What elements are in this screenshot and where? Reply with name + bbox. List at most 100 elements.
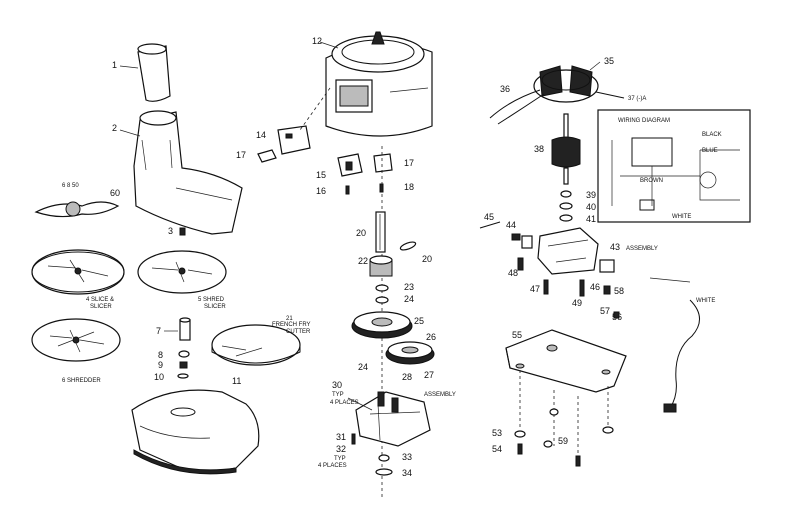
disc-label: 5 SHRED xyxy=(198,297,225,303)
drive-gear-small xyxy=(385,341,435,365)
part-label: 59 xyxy=(558,436,568,446)
part-label: 31 xyxy=(336,432,346,442)
part-label: 12 xyxy=(312,36,322,46)
chopping-blade xyxy=(34,201,120,218)
disc-label: 4 SLICE & xyxy=(86,297,114,303)
part-label: 20 xyxy=(422,254,432,264)
part-label: 1 xyxy=(112,60,117,70)
part-label: 28 xyxy=(402,372,412,382)
washers-upper xyxy=(375,284,389,304)
part-label: 14 xyxy=(256,130,266,140)
disc-label: SLICER xyxy=(90,304,112,310)
shred-slicer-disc xyxy=(137,250,227,294)
part-label: 35 xyxy=(604,56,614,66)
part-label: 7 xyxy=(156,326,161,336)
part-label: 60 xyxy=(110,188,120,198)
wire-label: BROWN xyxy=(640,178,663,184)
part-label: 55 xyxy=(512,330,522,340)
drive-shaft xyxy=(179,317,191,341)
part-label: 46 xyxy=(590,282,600,292)
cord-label: WHITE xyxy=(696,298,715,304)
wire-label: WHITE xyxy=(672,214,691,220)
part-label: 36 xyxy=(500,84,510,94)
part-label: 22 xyxy=(358,256,368,266)
coupler xyxy=(369,255,393,277)
part-label: 3 xyxy=(168,226,173,236)
part-label: 24 xyxy=(358,362,368,372)
motor-base-housing xyxy=(325,31,433,137)
note: TYP xyxy=(334,456,346,462)
part-label: 33 xyxy=(402,452,412,462)
work-bowl-cover xyxy=(133,110,243,235)
key-pin xyxy=(399,241,417,251)
part-label: 53 xyxy=(492,428,502,438)
switch-knob xyxy=(257,149,277,163)
shredder-disc xyxy=(31,318,121,362)
gear-case-assembly xyxy=(355,391,431,447)
disc-label: CUTTER xyxy=(286,329,311,335)
base-plate xyxy=(505,329,627,393)
part-label: 40 xyxy=(586,202,596,212)
part-label: 54 xyxy=(492,444,502,454)
motor-stator xyxy=(533,65,599,103)
part-label: 48 xyxy=(508,268,518,278)
part-label: 23 xyxy=(404,282,414,292)
part-label: 9 xyxy=(158,360,163,370)
part-label: 39 xyxy=(586,190,596,200)
part-label: 10 xyxy=(154,372,164,382)
wiring-diagram xyxy=(597,109,751,223)
part-label: 18 xyxy=(404,182,414,192)
motor-leads xyxy=(489,89,625,125)
part-label: 2 xyxy=(112,123,117,133)
disc-label: 6 SHREDDER xyxy=(62,378,101,384)
nameplate xyxy=(277,125,311,155)
foot-bracket-right xyxy=(373,153,393,193)
note: 4 PLACES xyxy=(330,400,359,406)
part-label: 26 xyxy=(426,332,436,342)
motor-shaft xyxy=(375,211,386,253)
part-label: 8 xyxy=(158,350,163,360)
armature-washers xyxy=(559,190,573,222)
french-fry-cutter xyxy=(211,324,301,366)
part-label: 32 xyxy=(336,444,346,454)
part-label: 57 xyxy=(600,306,610,316)
part-label: 34 xyxy=(402,468,412,478)
part-label: 17 xyxy=(404,158,414,168)
slicing-disc xyxy=(31,249,125,295)
assembly-note: ASSEMBLY xyxy=(424,392,456,398)
part-label: 30 xyxy=(332,380,342,390)
part-label: 49 xyxy=(572,298,582,308)
part-label: 44 xyxy=(506,220,516,230)
switch-bracket-assembly xyxy=(537,227,599,275)
part-label: 17 xyxy=(236,150,246,160)
bottom-washers xyxy=(375,454,393,476)
screws-right xyxy=(517,257,585,297)
part-label: 11 xyxy=(232,376,241,386)
part-label: 47 xyxy=(530,284,540,294)
disc-label: 21 xyxy=(286,316,293,322)
power-cord xyxy=(649,277,700,413)
note: 4 PLACES xyxy=(318,463,347,469)
part-label: 45 xyxy=(484,212,494,222)
part-label: 41 xyxy=(586,214,596,224)
wire-label: BLUE xyxy=(702,148,718,154)
part-label: 6 8 50 xyxy=(62,183,79,189)
wiring-title: WIRING DIAGRAM xyxy=(618,118,670,124)
part-label: 15 xyxy=(316,170,326,180)
drive-gear-large xyxy=(351,311,413,339)
wire-label: BLACK xyxy=(702,132,722,138)
work-bowl xyxy=(131,389,260,475)
part-label: 20 xyxy=(356,228,366,238)
disc-label: FRENCH FRY xyxy=(272,322,311,328)
bracket-pins xyxy=(479,221,533,249)
base-feet xyxy=(514,370,614,467)
note: TYP xyxy=(332,392,344,398)
part-label: 24 xyxy=(404,294,414,304)
part-label: 25 xyxy=(414,316,424,326)
disc-stem xyxy=(179,227,186,236)
speed-control xyxy=(599,259,615,295)
part-label: 38 xyxy=(534,144,544,154)
part-label: 27 xyxy=(424,370,434,380)
washer-stack xyxy=(177,350,190,379)
